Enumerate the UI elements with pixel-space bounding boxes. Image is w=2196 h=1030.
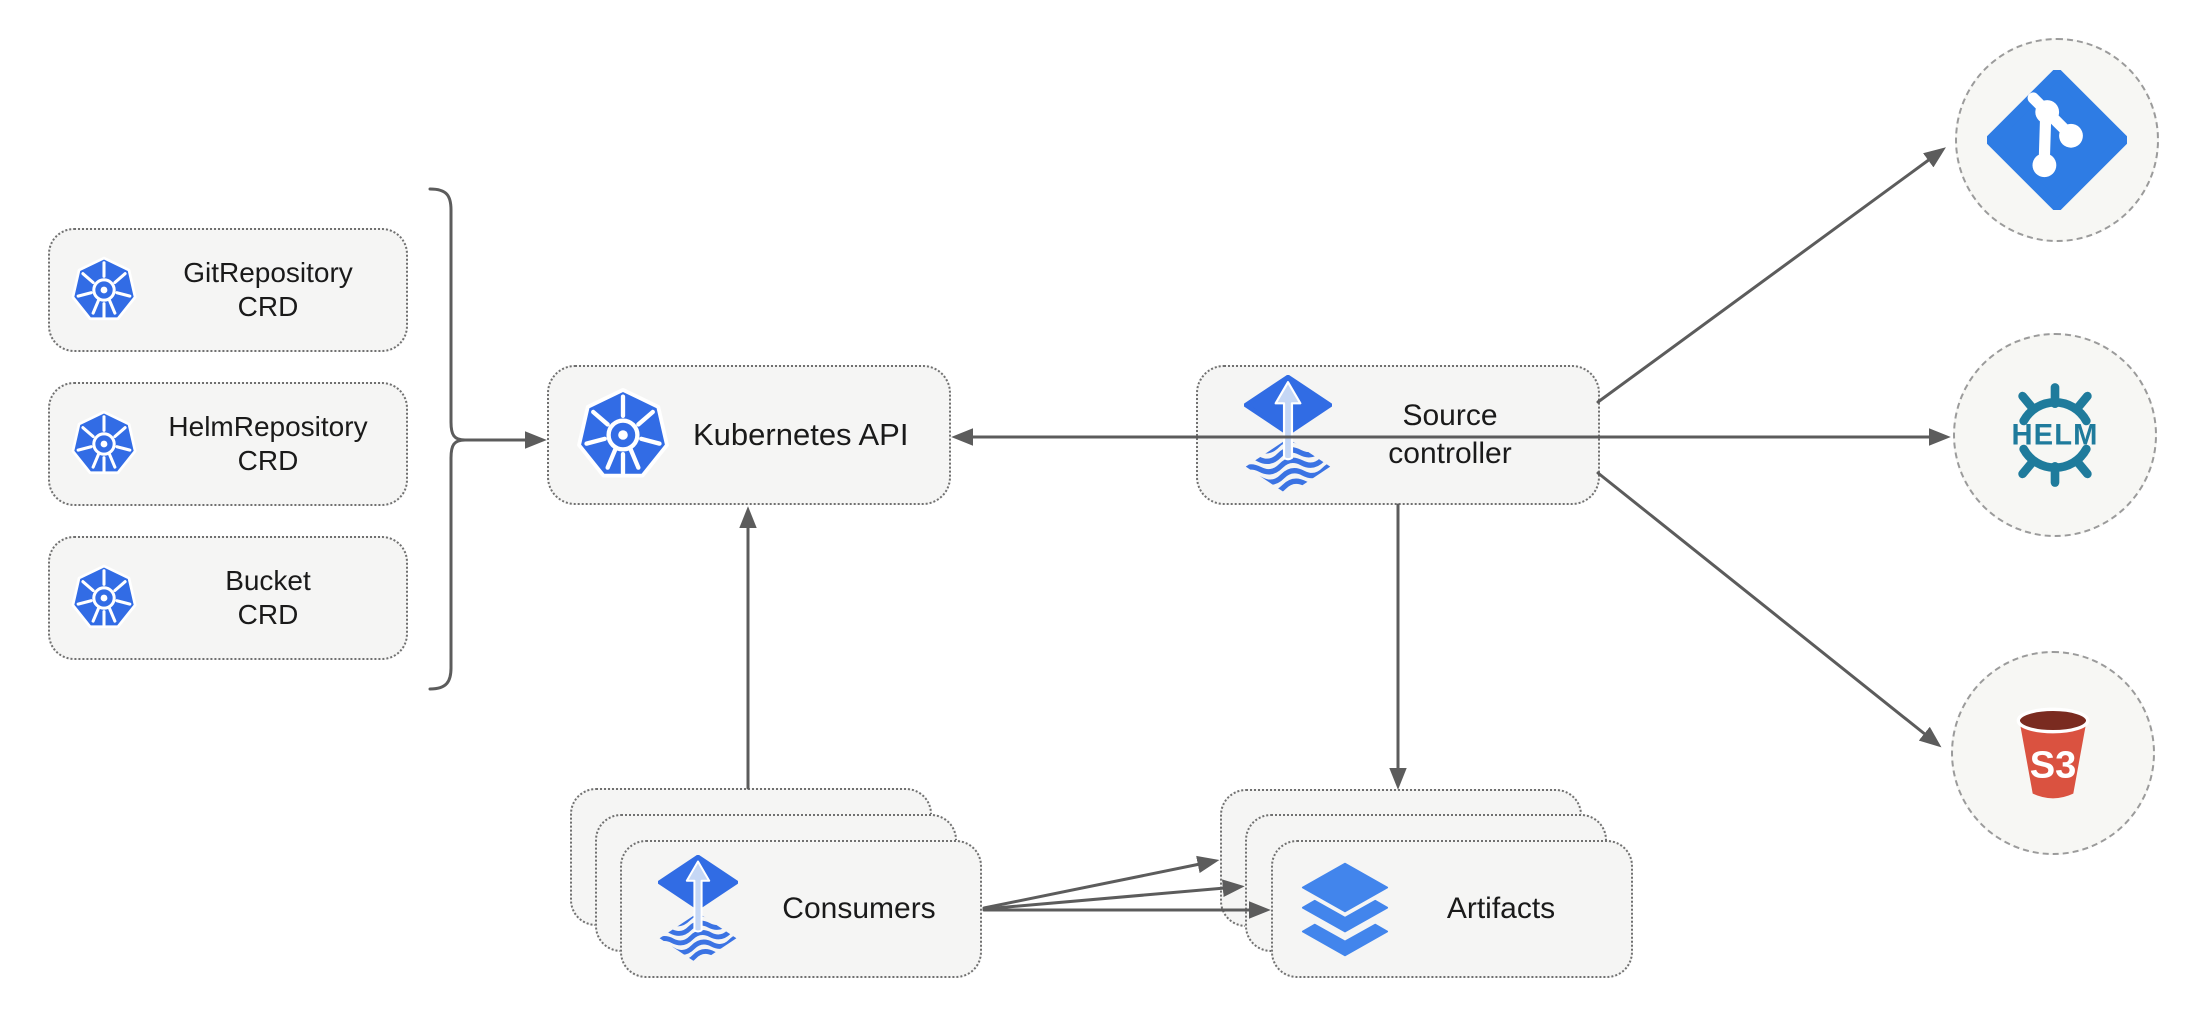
node-helmrepository-crd: HelmRepository CRD	[48, 382, 408, 506]
crd-label-line1: HelmRepository	[168, 411, 368, 442]
helm-logo-text: HELM	[2012, 420, 2099, 452]
s3-logo-text: S3	[2030, 745, 2077, 787]
kubernetes-icon	[70, 410, 138, 478]
node-source-controller: Source controller	[1196, 365, 1600, 505]
node-git-source	[1955, 38, 2159, 242]
node-label: GitRepository CRD	[138, 256, 398, 324]
arrow-sourcecontroller-to-s3	[1596, 471, 1942, 748]
layers-icon	[1299, 860, 1391, 959]
crd-group-bracket	[428, 187, 466, 691]
s3-bucket-icon: S3	[1997, 697, 2109, 809]
arrow-consumers-to-artifacts-2	[982, 879, 1245, 911]
node-label: Source controller	[1332, 397, 1598, 473]
node-label: HelmRepository CRD	[138, 410, 398, 478]
node-artifacts: Artifacts	[1271, 840, 1633, 978]
crd-label-line2: CRD	[237, 599, 299, 630]
helm-icon: HELM	[2001, 381, 2109, 489]
node-helm-source: HELM	[1953, 333, 2157, 537]
crd-label-line2: CRD	[237, 291, 299, 322]
source-controller-line2: controller	[1388, 437, 1512, 470]
node-gitrepository-crd: GitRepository CRD	[48, 228, 408, 352]
crd-label-line1: Bucket	[225, 565, 311, 596]
crd-label-line2: CRD	[237, 445, 299, 476]
node-label: Consumers	[782, 892, 936, 925]
node-label: Artifacts	[1446, 892, 1556, 925]
node-bucket-crd: Bucket CRD	[48, 536, 408, 660]
node-kubernetes-api: Kubernetes API	[547, 365, 951, 505]
arrow-sourcecontroller-to-git	[1596, 147, 1946, 404]
node-label: Kubernetes API	[693, 417, 909, 452]
kubernetes-icon	[70, 256, 138, 324]
node-s3-source: S3	[1951, 651, 2155, 855]
flux-icon	[658, 854, 738, 964]
node-consumers: Consumers	[620, 840, 982, 978]
node-label: Bucket CRD	[138, 564, 398, 632]
kubernetes-icon	[70, 564, 138, 632]
arrow-consumers-to-artifacts-1	[982, 855, 1220, 910]
source-controller-line1: Source	[1402, 399, 1498, 432]
flux-icon	[1244, 375, 1332, 495]
git-icon	[1987, 70, 2127, 210]
kubernetes-icon	[575, 387, 671, 483]
crd-label-line1: GitRepository	[183, 257, 353, 288]
